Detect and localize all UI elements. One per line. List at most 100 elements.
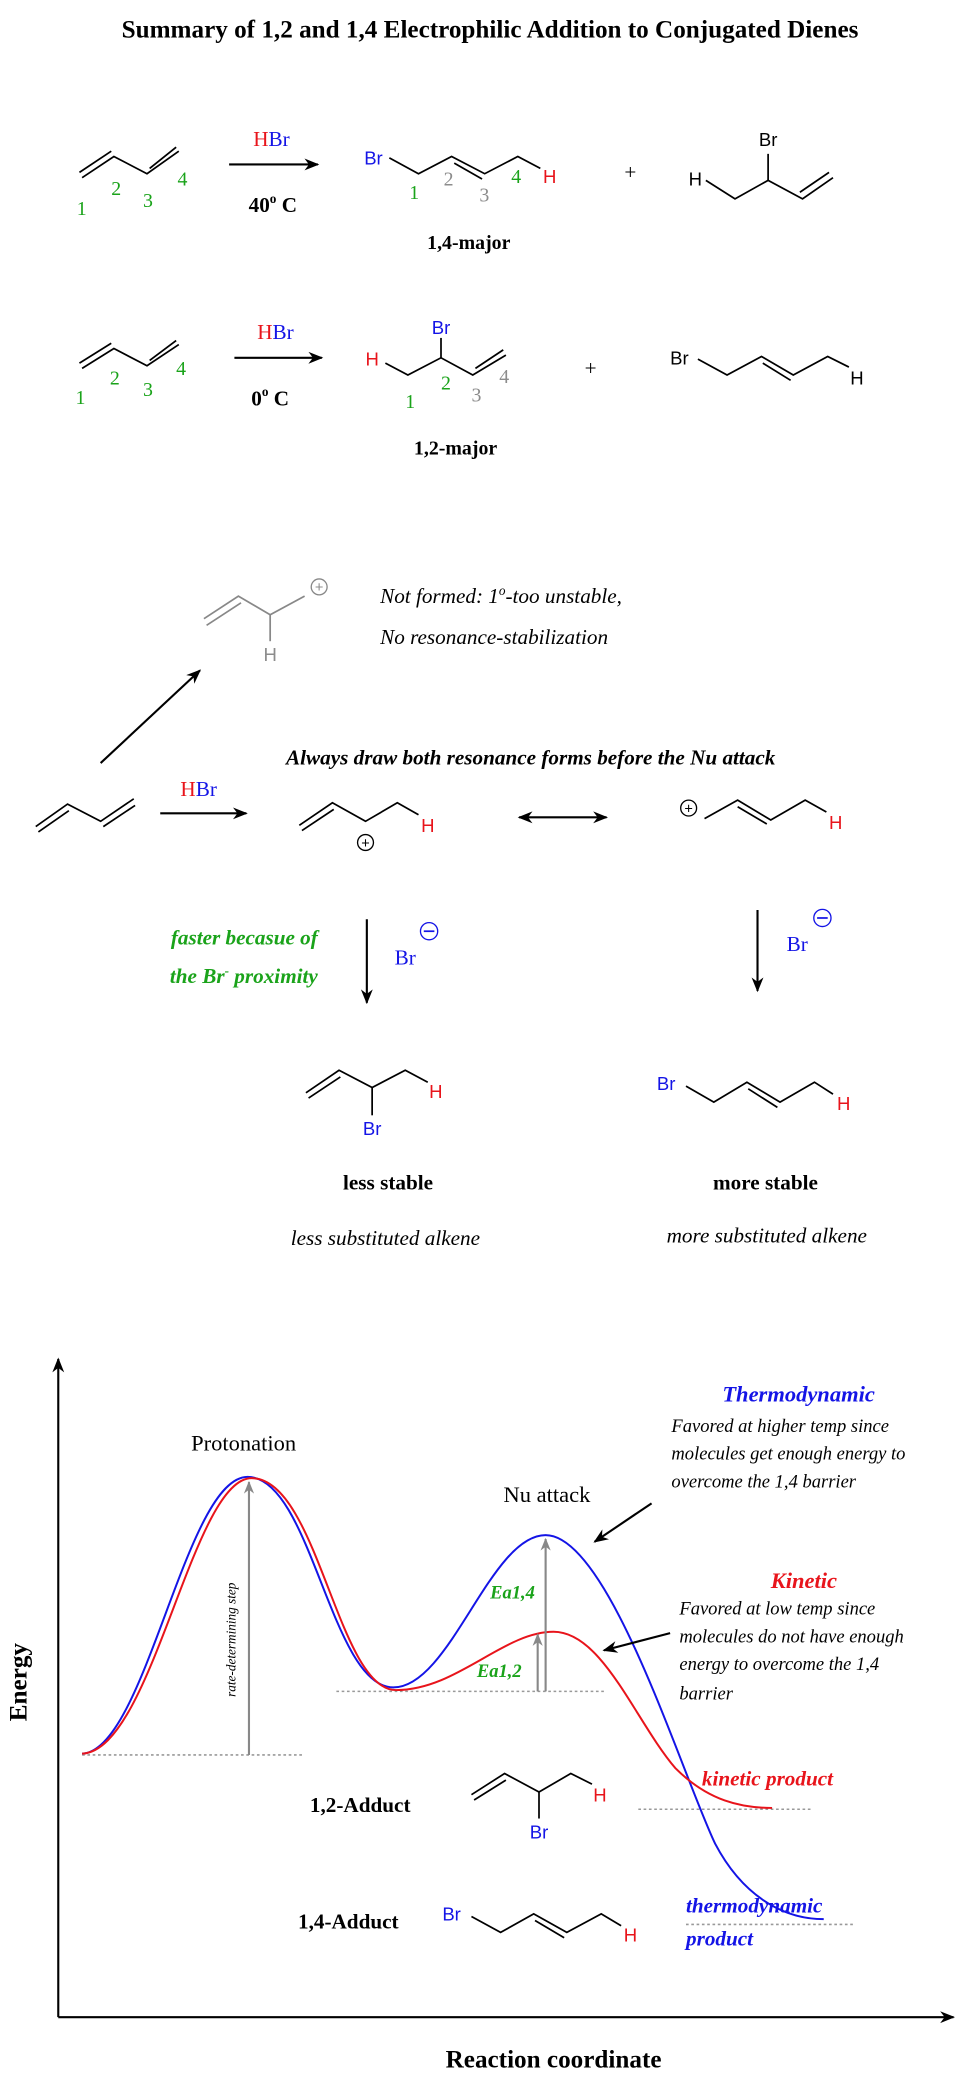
svg-text:+: + <box>361 836 369 852</box>
svg-text:H: H <box>624 1925 637 1946</box>
carbon-number: 1 <box>409 182 419 204</box>
svg-text:+: + <box>315 580 324 596</box>
adduct-1-4-label: 1,4-Adduct <box>298 1909 399 1933</box>
svg-text:H: H <box>421 815 434 836</box>
carbon-number: 1 <box>75 387 85 409</box>
arrow-to-primary <box>99 669 202 764</box>
svg-text:H: H <box>593 1784 606 1805</box>
butadiene <box>78 146 180 179</box>
protonation-label: Protonation <box>191 1430 296 1455</box>
resonance-note: Always draw both resonance forms before … <box>284 745 776 769</box>
plus-charge-icon: + <box>680 799 698 817</box>
carbon-number: 1 <box>405 391 415 413</box>
svg-text:H: H <box>837 1093 850 1114</box>
kinetic-note: molecules do not have enough <box>679 1626 903 1647</box>
mechanism: H + Not formed: 1o-too unstable, No reso… <box>35 578 867 1250</box>
x-axis-label: Reaction coordinate <box>446 2047 662 2074</box>
kinetic-note: Favored at low temp since <box>678 1599 875 1620</box>
carbon-number: 4 <box>176 358 186 380</box>
carbon-number: 3 <box>479 185 489 207</box>
product-1-2-minor: Br H <box>689 129 834 200</box>
proximity-note: faster becasue of <box>171 925 320 949</box>
svg-text:H: H <box>829 812 842 833</box>
thermodynamic-title: Thermodynamic <box>722 1381 875 1406</box>
rds-label: rate-determining step <box>224 1582 239 1697</box>
energy-diagram: Energy Reaction coordinate rate-determin… <box>5 1357 955 2074</box>
plus-charge-icon: + <box>310 578 328 596</box>
plus-sign: + <box>624 160 636 184</box>
more-stable-label: more stable <box>713 1170 818 1194</box>
reaction-1: 1 2 3 4 HBr 40o C Br H 1 2 3 4 1,4-major… <box>77 127 834 254</box>
secondary-cation: H + <box>298 801 435 852</box>
reagent-hbr: HBr <box>180 777 216 801</box>
thermodynamic-pointer-arrow <box>593 1502 653 1543</box>
kinetic-pointer-arrow <box>602 1632 671 1653</box>
not-formed-note: No resonance-stabilization <box>379 625 608 649</box>
product-1-4: Br H <box>364 147 556 187</box>
svg-text:H: H <box>366 349 379 370</box>
page-title: Summary of 1,2 and 1,4 Electrophilic Add… <box>122 16 859 43</box>
kinetic-title: Kinetic <box>770 1568 837 1593</box>
not-formed-note: Not formed: 1o-too unstable, <box>379 583 622 608</box>
product-1-2: H Br <box>366 317 507 377</box>
product-1-4-more-stable: Br H <box>657 1073 850 1114</box>
nu-attack-label: Nu attack <box>504 1482 592 1507</box>
thermodynamic-product-label: thermodynamic <box>686 1894 823 1918</box>
svg-text:H: H <box>264 644 277 665</box>
plus-charge-icon: + <box>356 833 375 852</box>
butadiene <box>35 798 136 833</box>
thermodynamic-product-label: product <box>684 1927 754 1951</box>
kinetic-note: energy to overcome the 1,4 <box>679 1654 879 1675</box>
product-label: 1,4-major <box>427 232 510 254</box>
svg-text:Br: Br <box>657 1073 676 1094</box>
carbon-number: 3 <box>471 385 481 407</box>
temperature: 0o C <box>251 384 289 410</box>
svg-text:H: H <box>543 166 556 187</box>
thermodynamic-note: Favored at higher temp since <box>670 1416 889 1437</box>
kinetic-product-label: kinetic product <box>702 1766 834 1790</box>
product-label: 1,2-major <box>414 437 497 459</box>
carbon-number: 4 <box>177 169 187 191</box>
carbon-number: 4 <box>499 366 509 388</box>
product-1-4-minor: Br H <box>670 347 863 388</box>
product-1-2-less-stable: H Br <box>305 1069 442 1139</box>
minus-charge-icon <box>813 908 832 928</box>
svg-text:Br: Br <box>530 1821 549 1842</box>
primary-cation-not-formed: H + <box>203 578 328 665</box>
thermodynamic-note: molecules get enough energy to <box>671 1444 905 1465</box>
carbon-number: 2 <box>111 178 121 200</box>
adduct-1-2-label: 1,2-Adduct <box>310 1793 411 1817</box>
less-stable-label: less stable <box>343 1170 433 1194</box>
carbon-number: 4 <box>511 166 521 188</box>
svg-text:Br: Br <box>442 1904 461 1925</box>
svg-text:Br: Br <box>363 1118 382 1139</box>
reagent-hbr: HBr <box>253 127 289 151</box>
adduct-1-4-structure: Br H <box>442 1904 637 1946</box>
ea14-label: Ea1,4 <box>489 1583 535 1604</box>
carbon-number: 3 <box>143 379 153 401</box>
y-axis-label: Energy <box>5 1643 32 1722</box>
svg-text:Br: Br <box>364 147 383 168</box>
bromide-ion: Br <box>395 945 416 969</box>
ea12-label: Ea1,2 <box>476 1661 522 1682</box>
thermodynamic-curve <box>82 1475 824 1921</box>
kinetic-note: barrier <box>679 1683 733 1704</box>
svg-text:Br: Br <box>432 317 451 338</box>
plus-sign: + <box>585 356 597 380</box>
carbon-number: 2 <box>444 169 454 191</box>
carbon-number: 2 <box>441 373 451 395</box>
svg-text:+: + <box>684 801 693 817</box>
svg-text:Br: Br <box>759 129 778 150</box>
reaction-2: 1 2 3 4 HBr 0o C H Br 1 2 3 4 1,2-major … <box>75 317 863 460</box>
bromide-ion: Br <box>787 932 808 956</box>
proximity-note: the Br- proximity <box>170 963 319 988</box>
kinetic-curve <box>82 1477 773 1809</box>
primary-allylic-cation: + H <box>680 799 842 833</box>
minus-charge-icon <box>419 921 439 941</box>
adduct-1-2-structure: H Br <box>470 1772 607 1842</box>
svg-text:H: H <box>689 169 702 190</box>
reagent-hbr: HBr <box>257 320 293 344</box>
svg-text:H: H <box>850 367 863 388</box>
svg-text:Br: Br <box>670 347 689 368</box>
